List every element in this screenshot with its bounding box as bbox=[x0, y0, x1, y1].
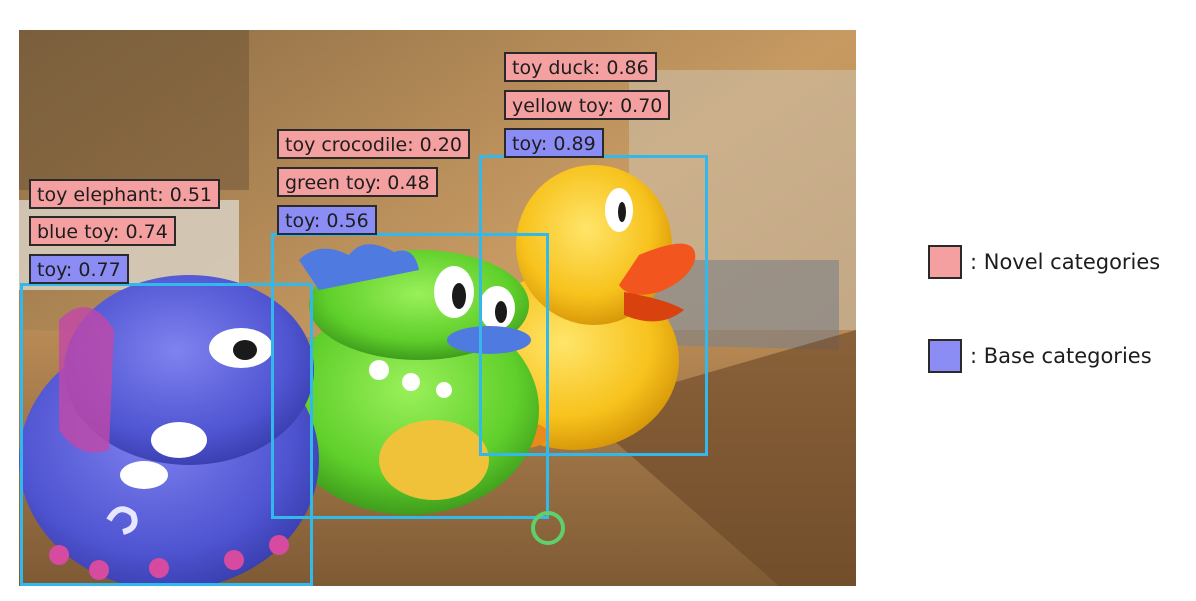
cursor-marker-icon bbox=[531, 511, 565, 545]
label-green-toy: green toy: 0.48 bbox=[277, 167, 438, 197]
label-toy-crocodile: toy crocodile: 0.20 bbox=[277, 129, 470, 159]
label-toy-crocodile-base: toy: 0.56 bbox=[277, 205, 377, 235]
photo bbox=[19, 30, 856, 586]
detection-box-duck bbox=[479, 155, 708, 456]
detection-box-elephant bbox=[20, 283, 313, 586]
legend-novel-label: : Novel categories bbox=[970, 250, 1161, 274]
detection-box-crocodile bbox=[271, 233, 549, 519]
label-toy-duck-base: toy: 0.89 bbox=[504, 128, 604, 158]
legend-base-swatch bbox=[928, 339, 962, 373]
label-toy-elephant: toy elephant: 0.51 bbox=[29, 179, 220, 209]
legend-novel-swatch bbox=[928, 245, 962, 279]
legend-novel: : Novel categories bbox=[928, 243, 1160, 281]
label-toy-duck: toy duck: 0.86 bbox=[504, 52, 657, 82]
label-toy-elephant-base: toy: 0.77 bbox=[29, 254, 129, 284]
label-yellow-toy: yellow toy: 0.70 bbox=[504, 90, 671, 120]
legend-base-label: : Base categories bbox=[970, 344, 1152, 368]
legend-base: : Base categories bbox=[928, 337, 1152, 375]
label-blue-toy: blue toy: 0.74 bbox=[29, 216, 176, 246]
